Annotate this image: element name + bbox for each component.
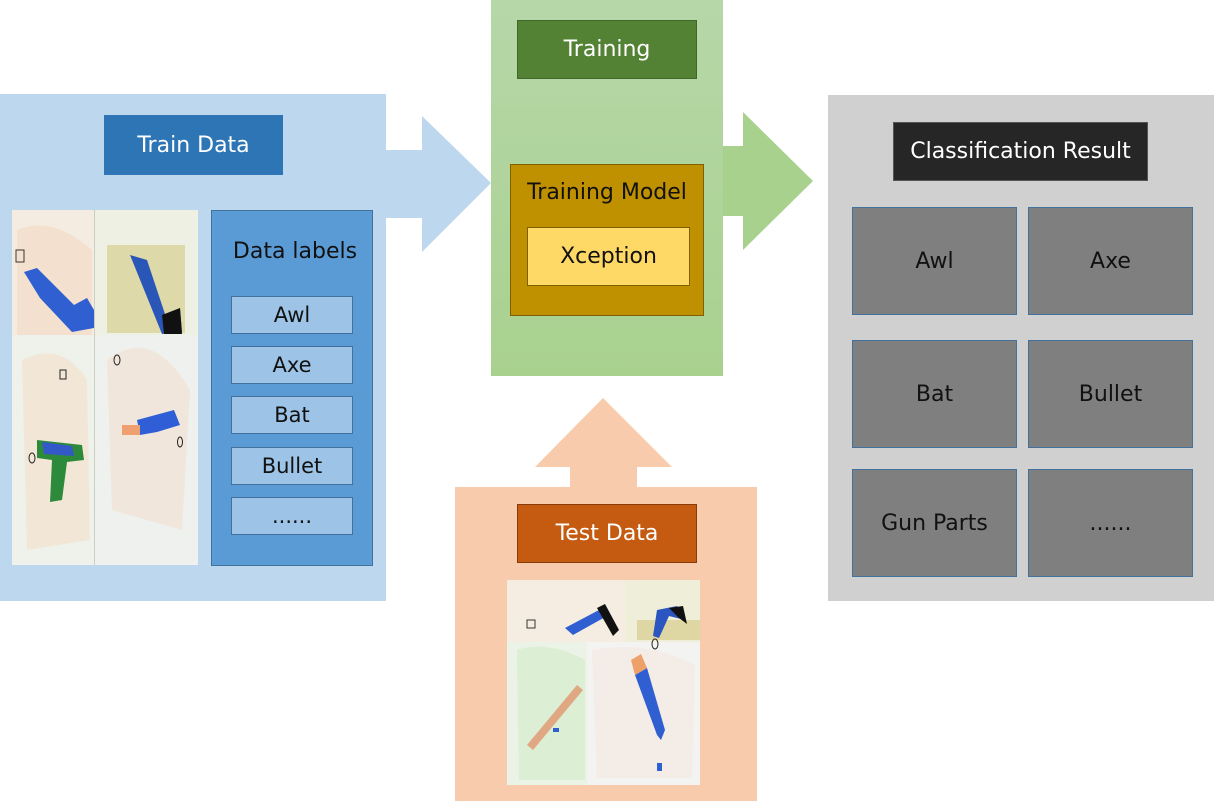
label-item-more: ......: [231, 497, 353, 535]
result-class-gun-parts: Gun Parts: [852, 469, 1017, 577]
xception-model-label: Xception: [527, 227, 690, 286]
train-data-title: Train Data: [104, 115, 283, 175]
test-to-training-arrow: [535, 398, 672, 488]
result-class-awl: Awl: [852, 207, 1017, 315]
test-data-title: Test Data: [517, 504, 697, 563]
train-xray-images: [12, 210, 198, 565]
training-to-result-arrow: [723, 112, 813, 250]
result-class-bat: Bat: [852, 340, 1017, 448]
training-model-title: Training Model: [527, 179, 687, 205]
test-xray-collage-image: [507, 580, 700, 785]
label-item-axe: Axe: [231, 346, 353, 384]
data-labels-title: Data labels: [232, 238, 358, 264]
test-xray-images: [507, 580, 700, 785]
xray-collage-image: [12, 210, 198, 565]
label-item-bullet: Bullet: [231, 447, 353, 485]
training-title: Training: [517, 20, 697, 79]
result-class-bullet: Bullet: [1028, 340, 1193, 448]
result-class-axe: Axe: [1028, 207, 1193, 315]
train-to-training-arrow: [386, 116, 491, 252]
label-item-bat: Bat: [231, 396, 353, 434]
classification-result-title: Classification Result: [893, 122, 1148, 181]
label-item-awl: Awl: [231, 296, 353, 334]
result-class-more: ......: [1028, 469, 1193, 577]
